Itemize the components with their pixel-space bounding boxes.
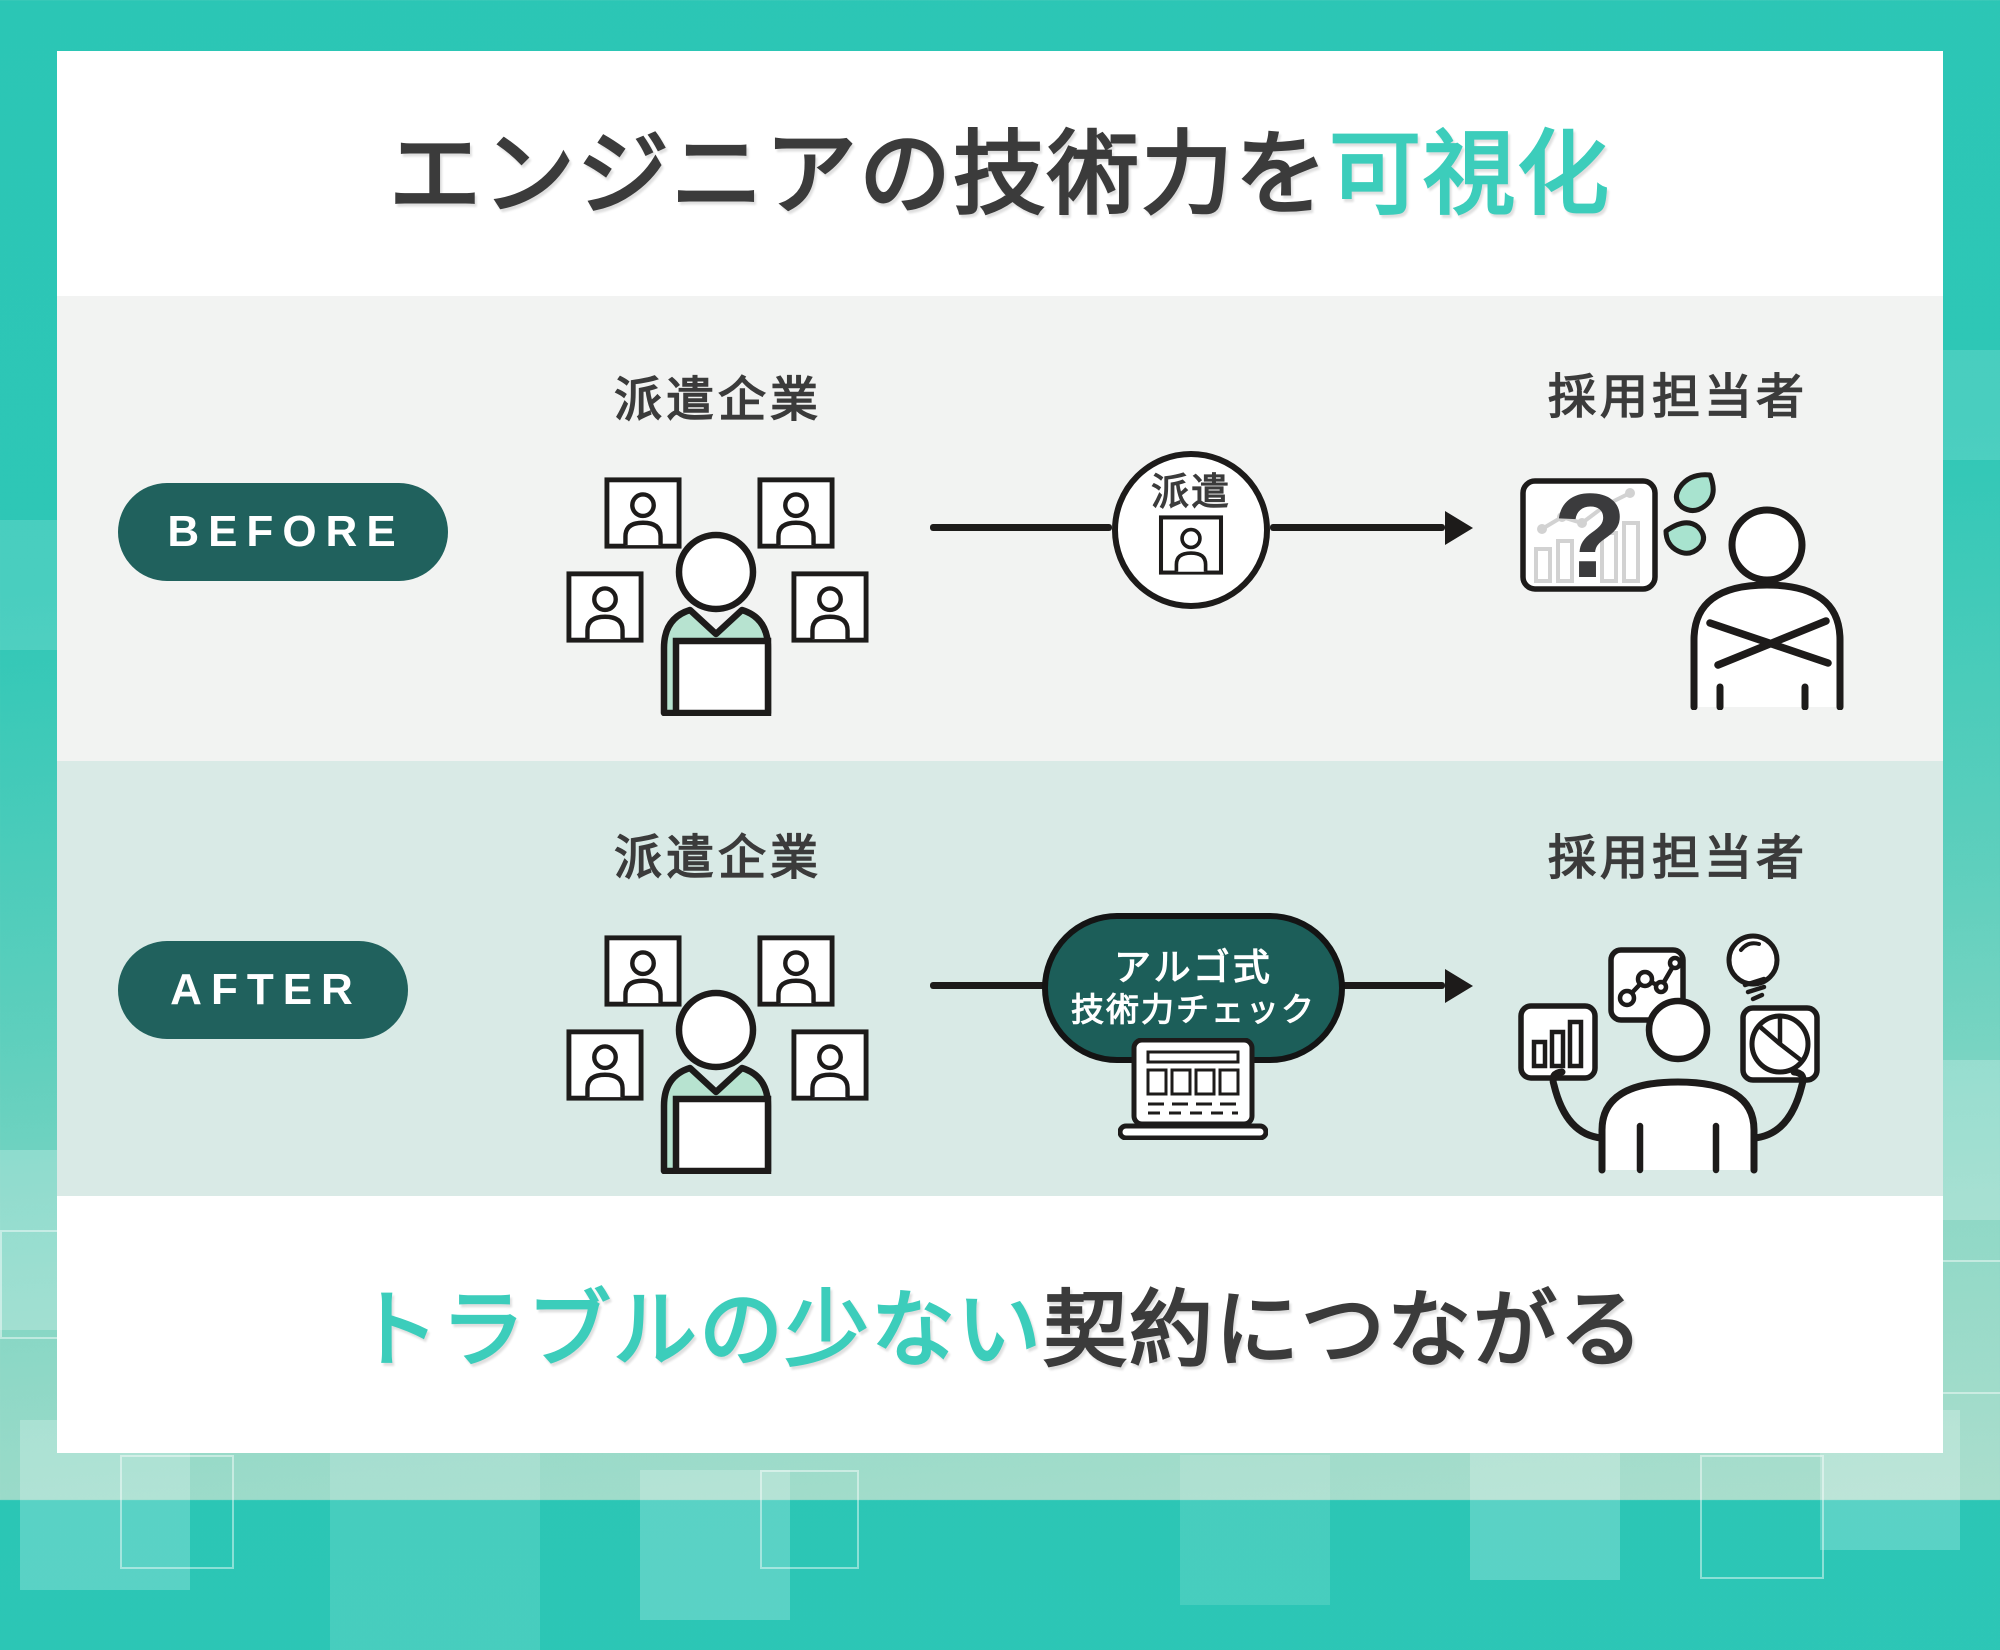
page-title: エンジニアの技術力を可視化 — [57, 115, 1943, 235]
raised-arms-person-icon — [1549, 997, 1807, 1174]
dispatch-circle-label: 派遣 — [1150, 472, 1231, 514]
lightbulb-icon — [1726, 933, 1780, 1002]
dispatch-circle: 派遣 — [1112, 451, 1270, 609]
confused-recruiter-illustration: ? — [1520, 469, 1844, 710]
dispatch-company-team-icon — [566, 476, 870, 716]
footer-headline: トラブルの少ない契約につながる — [57, 1275, 1943, 1385]
mosaic-square — [1180, 1455, 1330, 1605]
question-chart-board-icon: ? — [1520, 469, 1658, 603]
after-dispatch-company-label: 派遣企業 — [613, 832, 822, 885]
bar-chart-panel-icon — [1518, 1003, 1598, 1081]
pie-chart-panel-icon — [1740, 1005, 1820, 1083]
after-arrowhead-icon — [1445, 969, 1473, 1003]
footer-plain: 契約につながる — [1043, 1283, 1646, 1377]
footer-accent: トラブルの少ない — [354, 1283, 1043, 1377]
crossed-arms-person-icon — [1690, 506, 1844, 710]
mosaic-square — [330, 1440, 540, 1650]
mosaic-square — [760, 1470, 859, 1569]
sweat-drops-icon — [1663, 472, 1716, 556]
skill-check-line2: 技術力チェック — [1071, 991, 1316, 1028]
infographic-card: エンジニアの技術力を可視化 BEFORE 派遣企業 派遣 採用担当者 — [57, 51, 1943, 1453]
before-arrow-line-left — [930, 524, 1112, 531]
before-arrowhead-icon — [1445, 511, 1473, 545]
laptop-screen-icon — [1118, 1038, 1268, 1140]
before-arrow-line-right — [1270, 524, 1445, 531]
after-recruiter-label: 採用担当者 — [1547, 832, 1808, 885]
before-dispatch-company-label: 派遣企業 — [613, 374, 822, 427]
mosaic-square — [1700, 1455, 1824, 1579]
skill-check-line1: アルゴ式 — [1114, 947, 1273, 988]
after-arrow-line-left — [930, 982, 1060, 989]
question-mark: ? — [1553, 469, 1626, 603]
informed-recruiter-illustration — [1518, 933, 1820, 1174]
title-plain: エンジニアの技術力を — [388, 124, 1329, 226]
after-badge: AFTER — [118, 941, 408, 1039]
before-recruiter-label: 採用担当者 — [1547, 371, 1808, 424]
dispatched-engineer-icon — [1158, 515, 1224, 575]
after-arrow-line-right — [1340, 982, 1445, 989]
before-badge: BEFORE — [118, 483, 448, 581]
dispatch-company-team-icon — [566, 934, 870, 1174]
mosaic-square — [120, 1455, 234, 1569]
title-accent: 可視化 — [1329, 124, 1612, 226]
mosaic-square — [1935, 1260, 2000, 1394]
